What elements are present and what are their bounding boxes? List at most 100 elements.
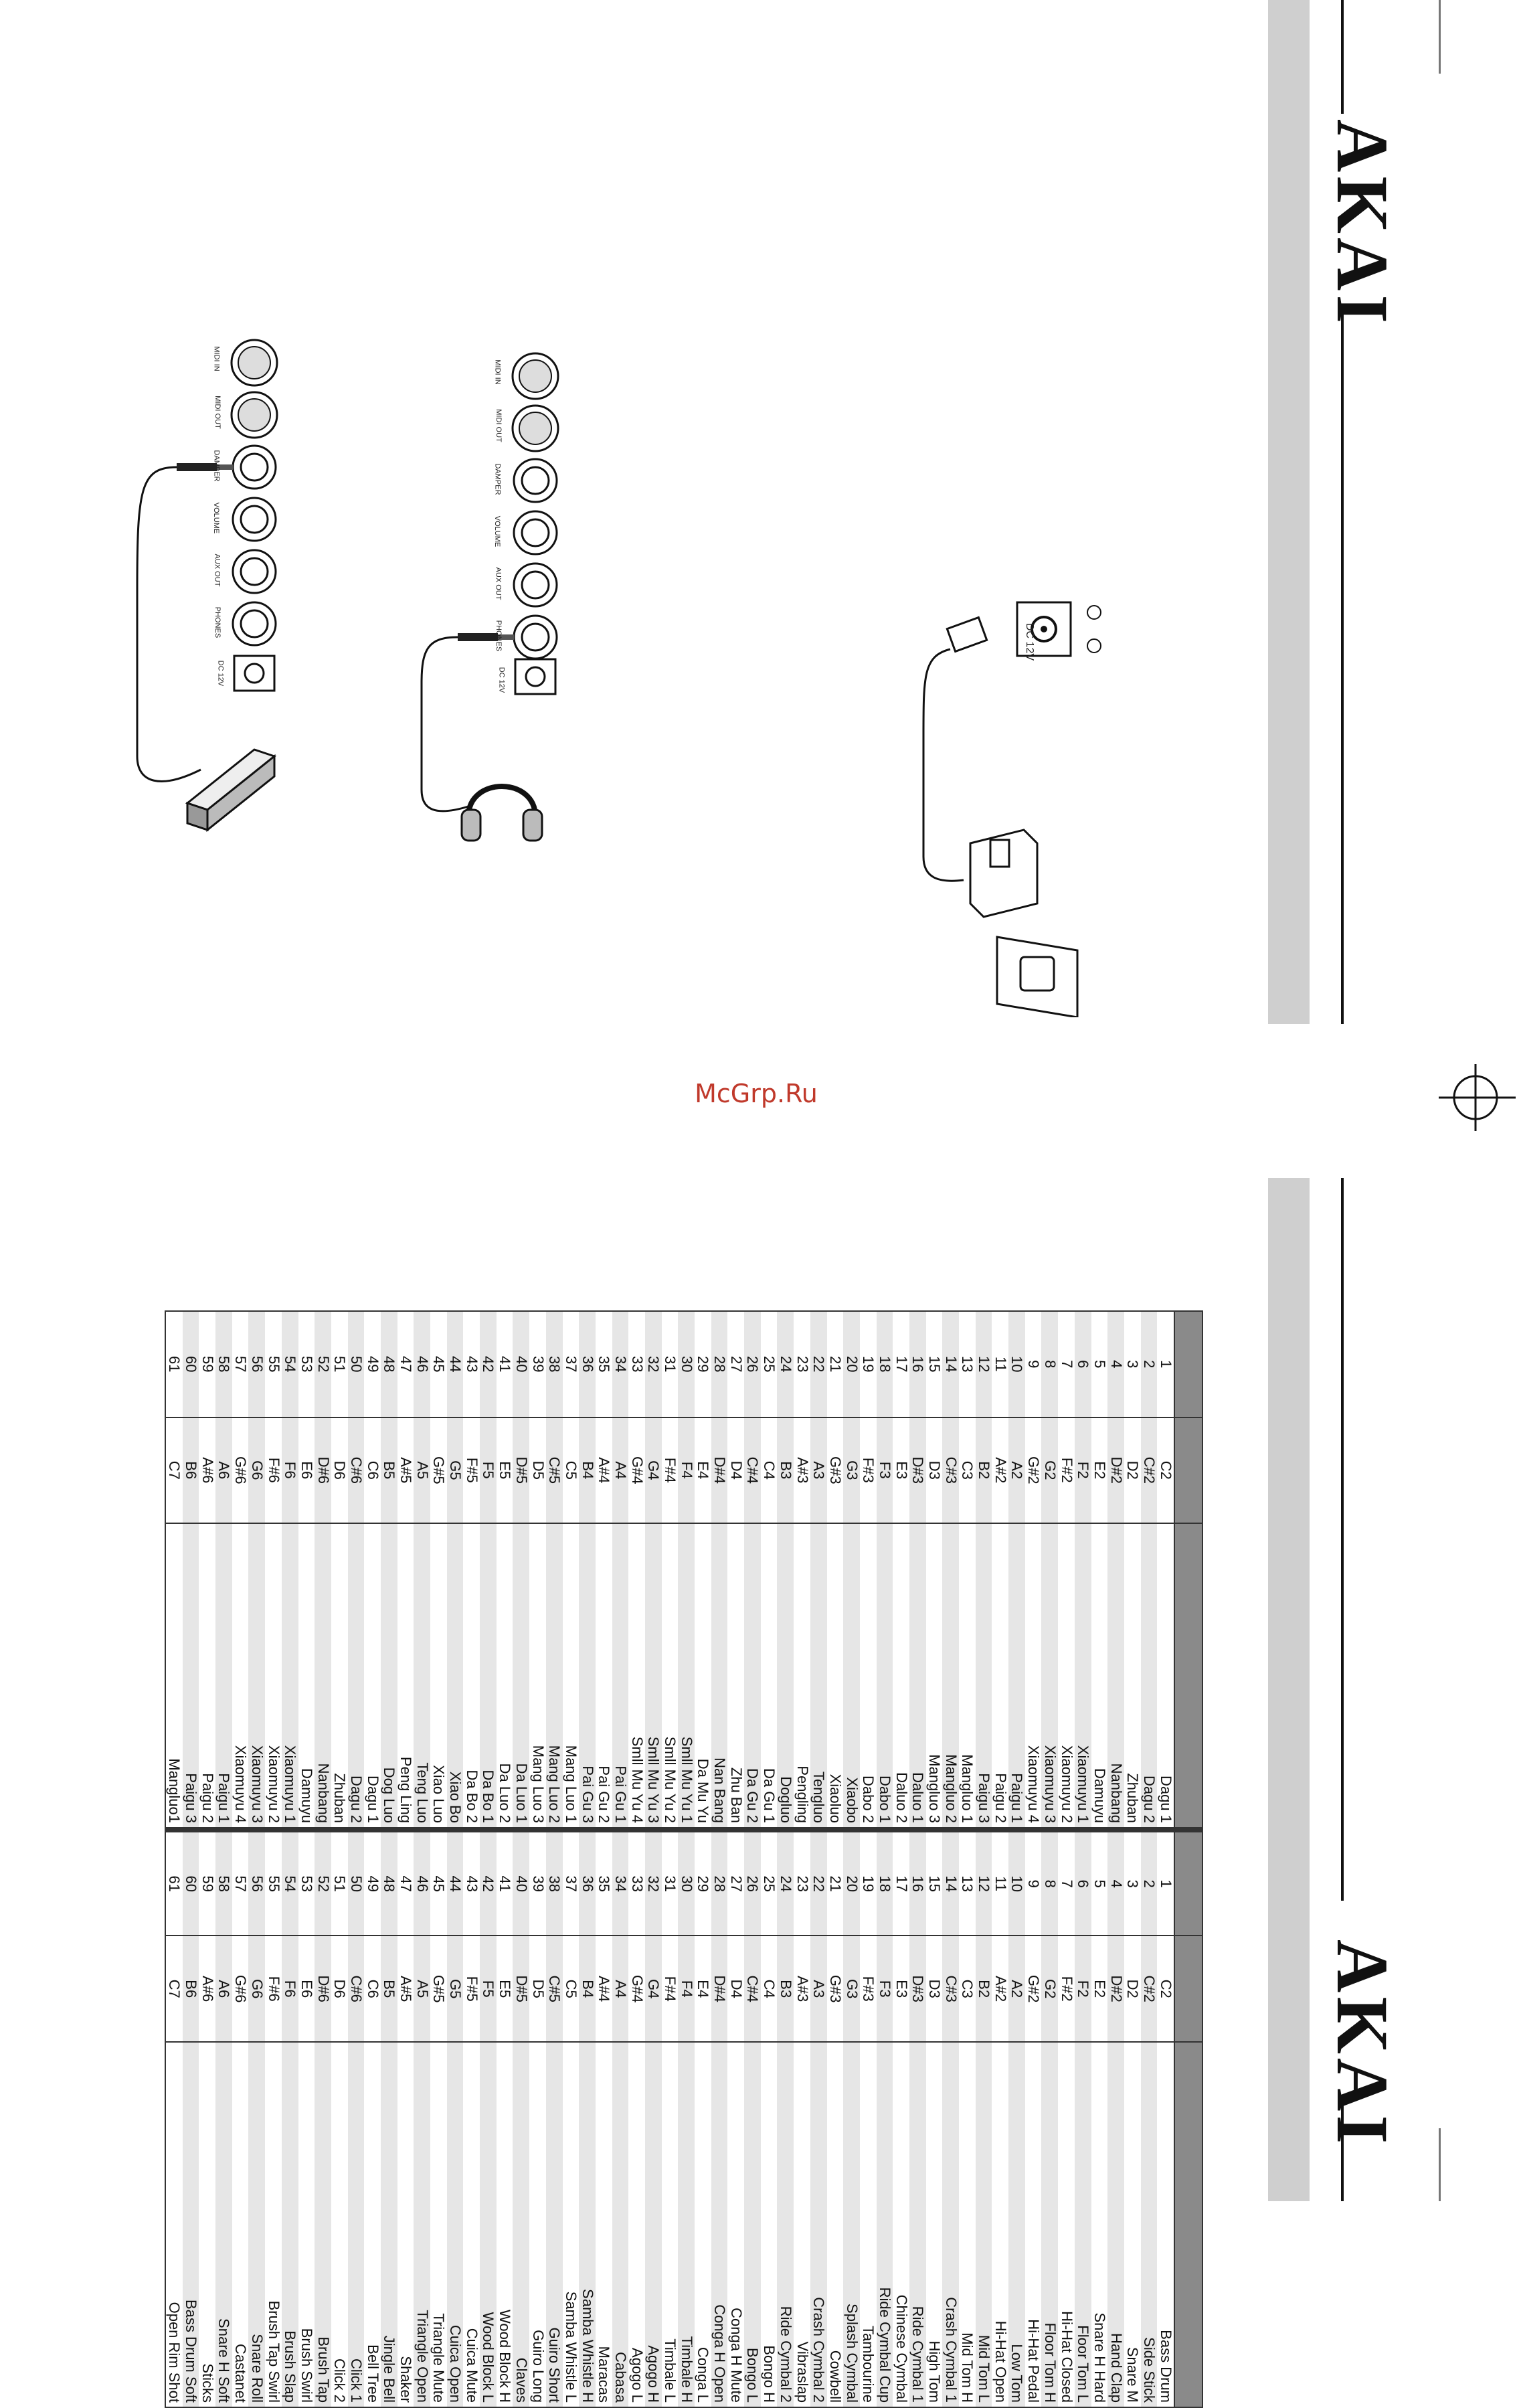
- note-cell: A4: [612, 1936, 629, 2042]
- key-number-cell: 13: [959, 1829, 976, 1936]
- note-cell: C3: [959, 1417, 976, 1524]
- note-cell: G2: [1041, 1417, 1059, 1524]
- label-midi-in-2: MIDI IN: [493, 359, 502, 385]
- standard-drum-name-cell: Ride Cymbal 2: [777, 2041, 794, 2407]
- label-midi-out-1: MIDI OUT: [213, 396, 221, 429]
- chinese-drum-name-cell: Nanbang: [315, 1523, 331, 1830]
- chinese-drum-name-cell: Zhuban: [1124, 1523, 1141, 1830]
- key-number-cell: 20: [843, 1829, 860, 1936]
- standard-drum-name-cell: Brush Tap: [315, 2041, 331, 2407]
- standard-drum-name-cell: Snare H Soft: [215, 2041, 232, 2407]
- chinese-drum-name-cell: Da Bo 1: [480, 1523, 497, 1830]
- chinese-drum-name-cell: Dagu 1: [1157, 1523, 1174, 1830]
- key-number-cell: 45: [430, 1311, 447, 1417]
- chinese-drum-name-cell: Da Mu Yu: [695, 1523, 711, 1830]
- key-number-cell: 41: [496, 1829, 513, 1936]
- chinese-drum-name-cell: Smll Mu Yu 1: [678, 1523, 695, 1830]
- note-cell: F4: [678, 1417, 695, 1524]
- label-damper-2: DAMPER: [493, 463, 502, 495]
- chinese-drum-name-cell: Zhu Ban: [727, 1523, 745, 1830]
- key-number-cell: 43: [463, 1829, 480, 1936]
- note-cell: B6: [182, 1936, 199, 2042]
- note-cell: A#5: [397, 1417, 414, 1524]
- standard-drum-name-cell: Triangle Mute: [430, 2041, 447, 2407]
- note-cell: B5: [381, 1417, 397, 1524]
- chinese-drum-name-cell: Da Luo 2: [496, 1523, 513, 1830]
- key-number-cell: 24: [777, 1829, 794, 1936]
- note-cell: A#4: [595, 1936, 612, 2042]
- key-number-cell: 1: [1157, 1311, 1174, 1417]
- standard-drum-name-cell: High Tom: [925, 2041, 943, 2407]
- key-number-cell: 56: [248, 1829, 266, 1936]
- note-cell: C7: [165, 1417, 183, 1524]
- chinese-drum-name-cell: Xiaomuyu 3: [248, 1523, 266, 1830]
- key-number-cell: 15: [925, 1311, 943, 1417]
- note-cell: B2: [975, 1936, 992, 2042]
- note-cell: F6: [281, 1936, 298, 2042]
- key-number-cell: 51: [331, 1311, 348, 1417]
- key-number-cell: 32: [645, 1311, 662, 1417]
- note-cell: C3: [959, 1936, 976, 2042]
- standard-drum-name-cell: Snare Roll: [248, 2041, 266, 2407]
- note-cell: A6: [215, 1936, 232, 2042]
- label-phones-1: PHONES: [213, 606, 222, 638]
- key-number-cell: 6: [1074, 1829, 1091, 1936]
- key-number-cell: 58: [215, 1829, 232, 1936]
- note-cell: D3: [925, 1936, 943, 2042]
- standard-drum-name-cell: Wood Block H: [496, 2041, 513, 2407]
- key-number-cell: 54: [281, 1311, 298, 1417]
- chinese-drum-name-cell: Paigu 2: [992, 1523, 1009, 1830]
- chinese-drum-name-cell: Damuyu: [298, 1523, 315, 1830]
- key-number-cell: 13: [959, 1311, 976, 1417]
- standard-drum-name-cell: Mid Tom H: [959, 2041, 976, 2407]
- key-number-cell: 36: [579, 1829, 596, 1936]
- note-cell: C#2: [1140, 1936, 1158, 2042]
- standard-drum-name-cell: Castanet: [232, 2041, 249, 2407]
- key-number-cell: 33: [628, 1311, 645, 1417]
- key-number-cell: 21: [826, 1829, 844, 1936]
- chinese-drum-name-cell: Damuyu: [1091, 1523, 1108, 1830]
- note-cell: B6: [182, 1417, 199, 1524]
- note-cell: A6: [215, 1417, 232, 1524]
- note-cell: G4: [645, 1936, 662, 2042]
- key-number-cell: 4: [1107, 1829, 1124, 1936]
- header-cell: [1174, 1936, 1202, 2042]
- key-number-cell: 4: [1107, 1311, 1124, 1417]
- chinese-drum-name-cell: Mangluo 1: [959, 1523, 976, 1830]
- standard-drum-name-cell: Brush Slap: [281, 2041, 298, 2407]
- registration-mark-icon: [1439, 1064, 1516, 1131]
- note-cell: G5: [446, 1936, 464, 2042]
- note-cell: G#6: [232, 1936, 249, 2042]
- standard-drum-name-cell: Hi-Hat Closed: [1058, 2041, 1075, 2407]
- standard-drum-name-cell: Brush Swirl: [298, 2041, 315, 2407]
- key-number-cell: 31: [661, 1829, 679, 1936]
- standard-drum-name-cell: Shaker: [397, 2041, 414, 2407]
- standard-drum-name-cell: Cuica Mute: [463, 2041, 480, 2407]
- key-number-cell: 52: [315, 1829, 331, 1936]
- standard-drum-name-cell: Open Rim Shot: [165, 2041, 183, 2407]
- standard-drum-name-cell: Agogo H: [645, 2041, 662, 2407]
- note-cell: F2: [1074, 1417, 1091, 1524]
- standard-drum-name-cell: Brush Tap Swirl: [265, 2041, 282, 2407]
- note-cell: D3: [925, 1417, 943, 1524]
- key-number-cell: 11: [992, 1311, 1009, 1417]
- chinese-drum-name-cell: Xiaomuyu 2: [1058, 1523, 1075, 1830]
- key-number-cell: 9: [1024, 1311, 1042, 1417]
- key-number-cell: 61: [165, 1829, 183, 1936]
- standard-drum-name-cell: Snare H Hard: [1091, 2041, 1108, 2407]
